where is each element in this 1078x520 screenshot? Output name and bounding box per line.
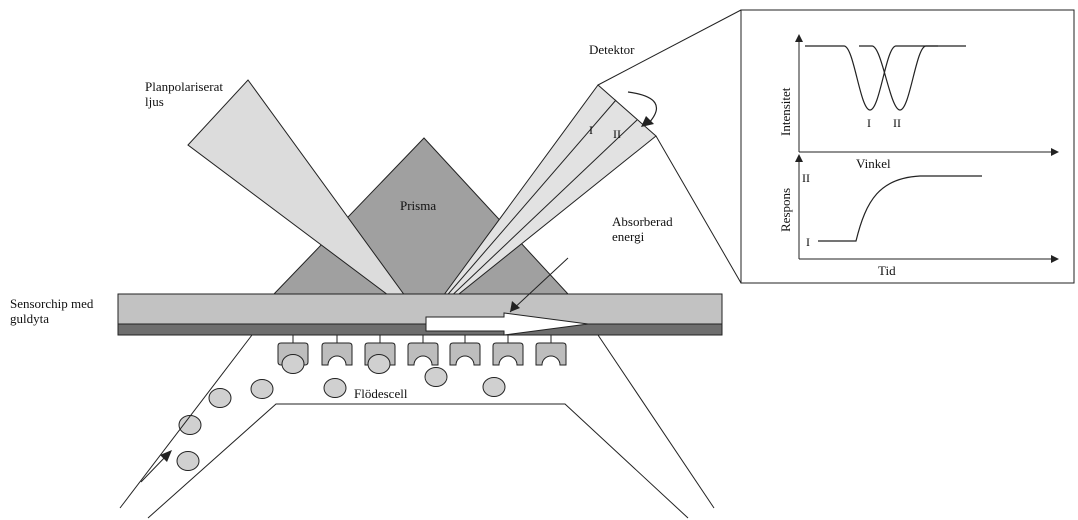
absorbed-label-line2: energi [612,229,645,244]
beam-I-label: I [589,123,593,137]
dip-I-label: I [867,116,871,130]
receptor [407,335,439,366]
particle [250,379,274,399]
flow-direction-arrow [140,453,169,483]
response-graph [795,154,1059,263]
particle [482,377,506,397]
incident-light-beam [187,79,425,323]
light-label-line2: ljus [145,94,164,109]
flow-cell-channel [119,334,715,519]
detector-label: Detektor [589,42,635,57]
flow-cell-label: Flödescell [354,386,408,401]
absorbed-pointer-line [509,257,569,313]
absorbed-pointer-head [510,301,520,312]
graph-panel [740,9,1075,284]
particle [367,354,391,374]
response-ylabel: Respons [778,188,793,232]
level-II-label: II [802,171,810,185]
flow-arrow-head [160,450,172,462]
level-I-label: I [806,235,810,249]
particle [176,451,200,471]
receptor [321,335,353,366]
zoom-line-top [597,9,742,86]
beam-II-label: II [613,127,621,141]
intensity-xlabel: Vinkel [856,156,891,171]
absorbed-energy-arrow [425,312,589,336]
prism-label: Prisma [400,198,436,213]
particles [176,354,506,471]
sensor-label-line2: guldyta [10,311,49,326]
zoom-line-bottom [655,135,742,284]
detector-rotation-arrow [627,91,658,125]
particle [178,415,202,435]
gold-layer [117,323,723,336]
intensity-ylabel: Intensitet [778,87,793,136]
intensity-graph [795,34,1059,156]
particle [424,367,448,387]
light-label-line1: Planpolariserat [145,79,223,94]
absorbed-label-line1: Absorberad [612,214,673,229]
receptor [492,335,524,366]
receptor [449,335,481,366]
sensor-label-line1: Sensorchip med [10,296,94,311]
sensor-chip [117,293,723,325]
particle [208,388,232,408]
response-curve [818,175,982,242]
detector-arrow-head [641,116,654,127]
response-xlabel: Tid [878,263,896,278]
dip-curve-II [859,45,966,111]
particle [323,378,347,398]
dip-II-label: II [893,116,901,130]
dip-curve-I [805,45,938,111]
particle [281,354,305,374]
receptor [535,335,567,366]
receptors [277,335,567,366]
reflected-beam-fan [423,84,657,323]
